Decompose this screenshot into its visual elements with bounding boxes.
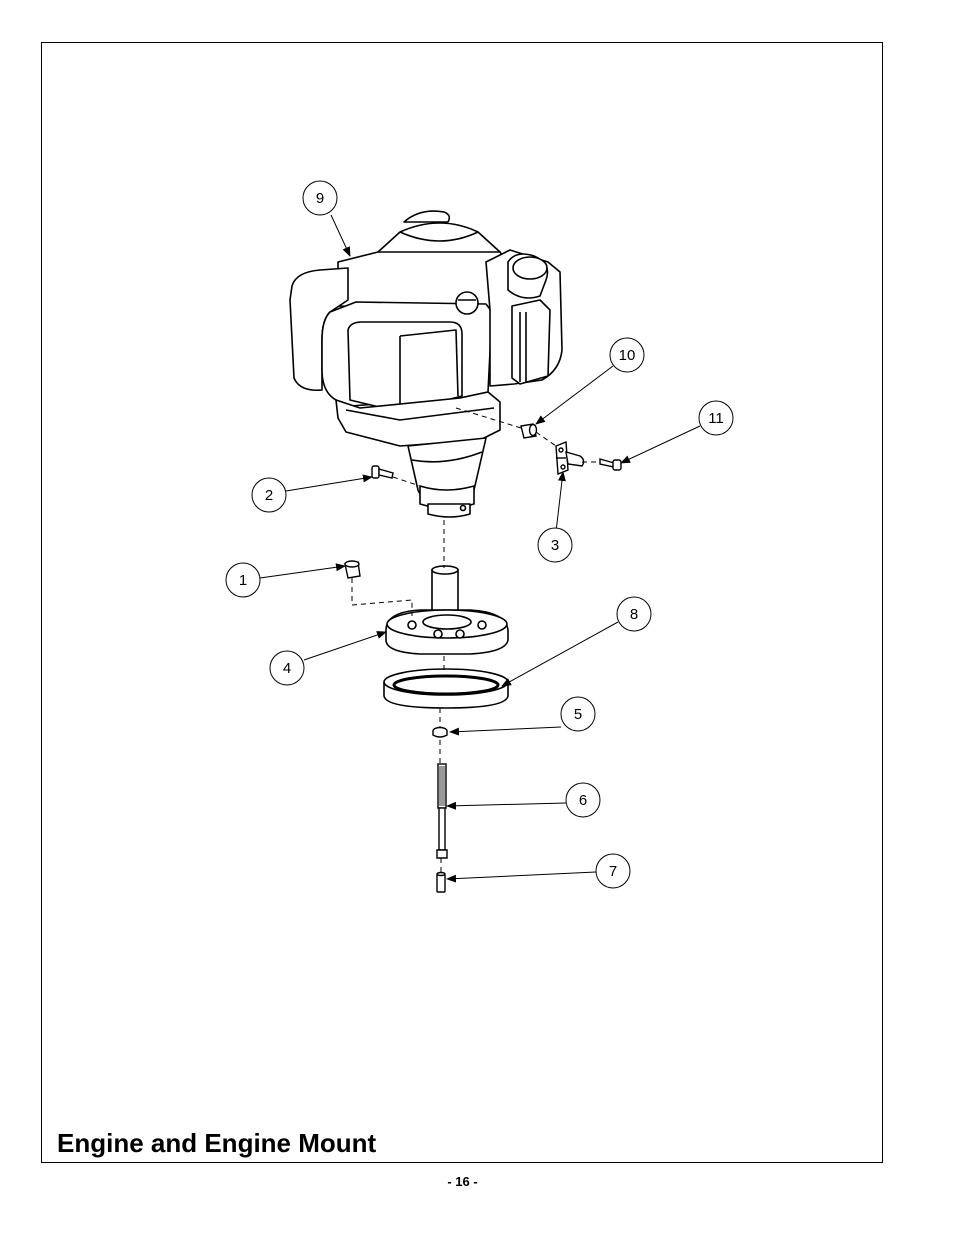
callout-2: 2 bbox=[252, 478, 286, 512]
callout-7: 7 bbox=[596, 854, 630, 888]
bolt-part-2 bbox=[372, 466, 393, 478]
callout-8: 8 bbox=[617, 597, 651, 631]
svg-text:3: 3 bbox=[551, 537, 559, 554]
svg-text:7: 7 bbox=[609, 863, 617, 880]
svg-text:5: 5 bbox=[574, 706, 582, 723]
callout-3: 3 bbox=[538, 528, 572, 562]
svg-text:4: 4 bbox=[283, 660, 291, 677]
fitting-part-1 bbox=[345, 561, 360, 578]
screw-part-11 bbox=[600, 459, 621, 470]
page-number: - 16 - bbox=[0, 1174, 925, 1189]
callout-1: 1 bbox=[226, 563, 260, 597]
washer-part-5 bbox=[433, 728, 447, 738]
callout-5: 5 bbox=[561, 697, 595, 731]
pin-part-7 bbox=[437, 873, 445, 893]
spacer-part-10 bbox=[521, 424, 537, 438]
engine-part-9 bbox=[290, 211, 562, 517]
svg-text:9: 9 bbox=[316, 190, 324, 207]
callout-4: 4 bbox=[270, 651, 304, 685]
drive-shaft-part-6 bbox=[437, 764, 447, 858]
callout-10: 10 bbox=[610, 338, 644, 372]
mount-base-part-4 bbox=[386, 566, 508, 654]
callout-11: 11 bbox=[699, 401, 733, 435]
svg-text:11: 11 bbox=[708, 410, 724, 427]
svg-text:2: 2 bbox=[265, 487, 273, 504]
seal-ring-part-8 bbox=[384, 669, 508, 708]
callout-9: 9 bbox=[303, 181, 337, 215]
callout-6: 6 bbox=[566, 783, 600, 817]
page-title: Engine and Engine Mount bbox=[57, 1128, 376, 1159]
svg-text:1: 1 bbox=[239, 572, 247, 589]
svg-text:8: 8 bbox=[630, 606, 638, 623]
svg-text:6: 6 bbox=[579, 792, 587, 809]
svg-text:10: 10 bbox=[619, 347, 636, 364]
bracket-part-3 bbox=[556, 442, 584, 474]
